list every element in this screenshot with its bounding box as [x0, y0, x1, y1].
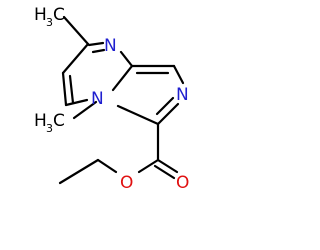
- bond-c7-methyl: [62, 15, 90, 46]
- bond-n4-c8a: [111, 64, 134, 92]
- bond-ccarbonyl-o-inner: [153, 164, 176, 180]
- methyl-top-subscript: 3: [46, 16, 53, 29]
- bond-n2-c3: [156, 102, 180, 126]
- methyl-top-h: H: [34, 5, 47, 25]
- bond-n1-c7-inner: [91, 48, 106, 54]
- bond-c3-n4: [116, 104, 160, 126]
- atom-label-o-carbonyl: O: [176, 173, 189, 193]
- bond-ccarbonyl-o: [156, 158, 179, 174]
- methyl-bottom-c: C: [53, 111, 65, 131]
- bond-c8a-n1: [119, 50, 134, 68]
- methyl-bottom-h: H: [34, 111, 47, 131]
- methyl-bottom-subscript: 3: [46, 122, 53, 135]
- bond-c5-n4: [64, 98, 89, 107]
- structure-diagram: N N N O O H 3 C H 3 C: [34, 5, 189, 193]
- bond-c1-n2: [172, 64, 185, 85]
- bond-ch2-ch3: [58, 158, 100, 185]
- bond-ccarbonyl-oether: [137, 158, 160, 174]
- atom-label-o-ether: O: [120, 173, 133, 193]
- atom-label-n2: N: [176, 85, 189, 105]
- bond-c7-c6: [61, 42, 90, 75]
- bond-c5-methyl: [72, 100, 98, 120]
- bond-c6-c5-double: [68, 74, 75, 105]
- bond-n1-c7-double: [87, 41, 105, 47]
- molecule-drawing: N N N O O H 3 C H 3 C: [34, 5, 189, 193]
- bond-c6-c5: [61, 71, 68, 107]
- atom-label-n4: N: [91, 89, 104, 109]
- bond-n2-c3-inner: [155, 96, 175, 116]
- atom-label-n1: N: [104, 36, 117, 56]
- methyl-top-c: C: [53, 5, 65, 25]
- bond-oether-ch2: [96, 158, 118, 174]
